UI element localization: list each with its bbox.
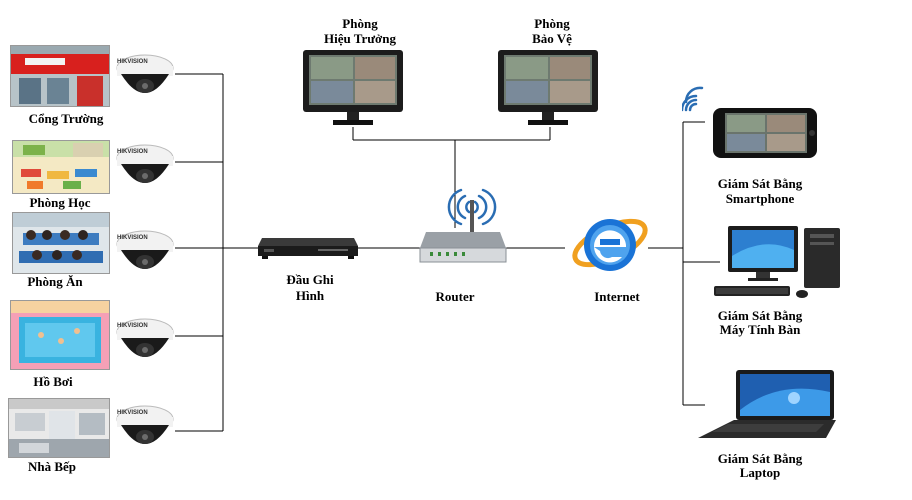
router-label: Router — [435, 289, 475, 304]
monitor-principal-icon — [303, 50, 403, 128]
pool-photo — [10, 300, 110, 370]
client-laptop-label-line1: Giám Sát Bằng — [717, 451, 803, 466]
client-smartphone-label-line2: Smartphone — [725, 191, 795, 206]
nvr-label-line1: Đầu Ghi — [286, 272, 334, 287]
location-label-kitchen: Nhà Bếp — [27, 459, 77, 474]
svg-text:HIKVISION: HIKVISION — [117, 235, 148, 241]
dome-camera-icon: HIKVISION — [111, 142, 175, 198]
monitor-principal-label-line1: Phòng — [342, 16, 378, 31]
laptop-icon — [698, 370, 838, 442]
nvr-label-line2: Hình — [295, 288, 325, 303]
svg-text:HIKVISION: HIKVISION — [117, 59, 148, 65]
internet-label: Internet — [594, 289, 640, 304]
client-smartphone-label-line1: Giám Sát Bằng — [717, 176, 803, 191]
wifi-signal-icon — [680, 84, 712, 114]
dome-camera-icon: HIKVISION — [111, 403, 175, 459]
kitchen-photo — [8, 398, 110, 458]
router-icon — [418, 180, 508, 266]
client-desktop-label-line1: Giám Sát Bằng — [717, 308, 803, 323]
svg-text:HIKVISION: HIKVISION — [117, 410, 148, 416]
monitor-security-label-line1: Phòng — [534, 16, 570, 31]
location-label-gate: Cổng Trường — [28, 111, 104, 126]
dome-camera-icon: HIKVISION — [111, 316, 175, 372]
location-label-canteen: Phòng Ăn — [27, 274, 83, 289]
svg-text:HIKVISION: HIKVISION — [117, 323, 148, 329]
smartphone-icon — [713, 108, 817, 158]
gate-photo — [10, 45, 110, 107]
internet-icon — [568, 205, 652, 283]
desktop-icon — [714, 226, 844, 302]
dome-camera-icon: HIKVISION — [111, 228, 175, 284]
location-label-pool: Hồ Bơi — [33, 374, 73, 389]
location-label-classroom: Phòng Học — [29, 195, 91, 210]
monitor-security-label-line2: Bảo Vệ — [532, 31, 572, 46]
dome-camera-icon: HIKVISION — [111, 52, 175, 108]
monitor-security-icon — [498, 50, 598, 128]
client-desktop-label-line2: Máy Tính Bàn — [719, 322, 801, 337]
svg-text:HIKVISION: HIKVISION — [117, 149, 148, 155]
classroom-photo — [12, 140, 110, 194]
nvr-recorder-icon — [258, 236, 358, 260]
client-laptop-label-line2: Laptop — [739, 465, 781, 480]
canteen-photo — [12, 212, 110, 274]
monitor-principal-label-line2: Hiệu Trưởng — [324, 31, 396, 46]
